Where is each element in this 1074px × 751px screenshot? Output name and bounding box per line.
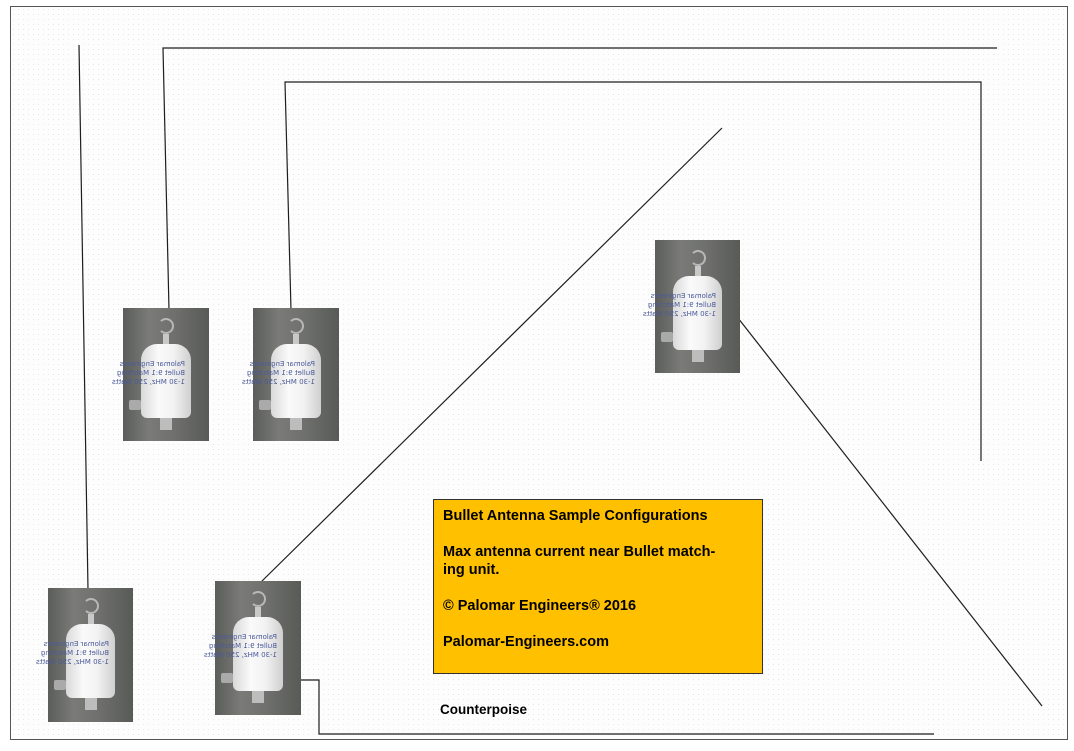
bullet-unit-photo-2: Palomar Engineers Bullet 9:1 Matching 1-… <box>241 308 339 441</box>
info-current-line-2: ing unit. <box>443 562 500 578</box>
unit-body <box>673 276 722 350</box>
hook-icon <box>250 591 266 607</box>
unit-label-line: 1-30 MHz, 250 Watts <box>35 658 109 666</box>
counterpoise-label: Counterpoise <box>440 702 528 717</box>
info-current-line-1: Max antenna current near Bullet match- <box>443 544 716 560</box>
unit-body <box>233 617 283 691</box>
wire-counterpoise <box>298 679 934 735</box>
wire-sloper-down <box>737 317 1043 707</box>
bullet-unit-photo-3: Palomar Engineers Bullet 9:1 Matching 1-… <box>642 240 740 373</box>
ground-lug <box>259 400 271 410</box>
wire-sloper-up <box>259 127 723 584</box>
unit-neck <box>293 334 299 344</box>
ground-lug <box>54 680 66 690</box>
unit-neck <box>255 607 261 617</box>
unit-label-line: 1-30 MHz, 250 Watts <box>642 310 716 318</box>
unit-label: Palomar Engineers Bullet 9:1 Matching 1-… <box>642 292 716 319</box>
coax-connector <box>160 418 172 430</box>
unit-label-line: 1-30 MHz, 250 Watts <box>111 378 185 386</box>
unit-body <box>141 344 191 418</box>
unit-label-line: Bullet 9:1 Matching <box>647 301 716 309</box>
unit-label-line: Bullet 9:1 Matching <box>40 649 109 657</box>
unit-body <box>271 344 321 418</box>
unit-label: Palomar Engineers Bullet 9:1 Matching 1-… <box>35 640 109 667</box>
unit-neck <box>163 334 169 344</box>
coax-connector <box>691 350 704 362</box>
info-box: Bullet Antenna Sample Configurations Max… <box>433 499 763 674</box>
bullet-unit-photo-1: Palomar Engineers Bullet 9:1 Matching 1-… <box>111 308 209 441</box>
coax-connector <box>84 698 97 710</box>
unit-label-line: Palomar Engineers <box>43 640 109 648</box>
unit-label-line: Bullet 9:1 Matching <box>116 369 185 377</box>
coax-connector <box>252 691 264 703</box>
ground-lug <box>129 400 141 410</box>
hook-icon <box>82 598 99 614</box>
unit-neck <box>694 266 701 276</box>
ground-lug <box>661 332 673 342</box>
bullet-unit-photo-5: Palomar Engineers Bullet 9:1 Matching 1-… <box>203 581 301 715</box>
unit-label: Palomar Engineers Bullet 9:1 Matching 1-… <box>111 360 185 387</box>
unit-label-line: Bullet 9:1 Matching <box>246 369 315 377</box>
unit-label-line: Palomar Engineers <box>650 292 716 300</box>
unit-label-line: Palomar Engineers <box>119 360 185 368</box>
diagram-frame <box>10 6 1068 740</box>
info-copyright: © Palomar Engineers® 2016 <box>443 598 637 614</box>
unit-neck <box>87 614 94 624</box>
unit-label-line: Palomar Engineers <box>249 360 315 368</box>
hook-icon <box>288 318 304 334</box>
wire-inverted-l-outer <box>162 47 997 311</box>
info-website: Palomar-Engineers.com <box>443 634 609 650</box>
wire-vertical-left <box>78 44 89 591</box>
bullet-unit-photo-4: Palomar Engineers Bullet 9:1 Matching 1-… <box>35 588 133 722</box>
unit-label-line: 1-30 MHz, 250 Watts <box>203 651 277 659</box>
hook-icon <box>158 318 174 334</box>
unit-label-line: Bullet 9:1 Matching <box>208 642 277 650</box>
coax-connector <box>290 418 302 430</box>
unit-label-line: Palomar Engineers <box>211 633 277 641</box>
wire-inverted-l-inner <box>284 81 982 461</box>
info-title: Bullet Antenna Sample Configurations <box>443 508 708 524</box>
unit-label: Palomar Engineers Bullet 9:1 Matching 1-… <box>203 633 277 660</box>
unit-label: Palomar Engineers Bullet 9:1 Matching 1-… <box>241 360 315 387</box>
unit-body <box>66 624 115 698</box>
ground-lug <box>221 673 233 683</box>
hook-icon <box>689 250 706 266</box>
unit-label-line: 1-30 MHz, 250 Watts <box>241 378 315 386</box>
